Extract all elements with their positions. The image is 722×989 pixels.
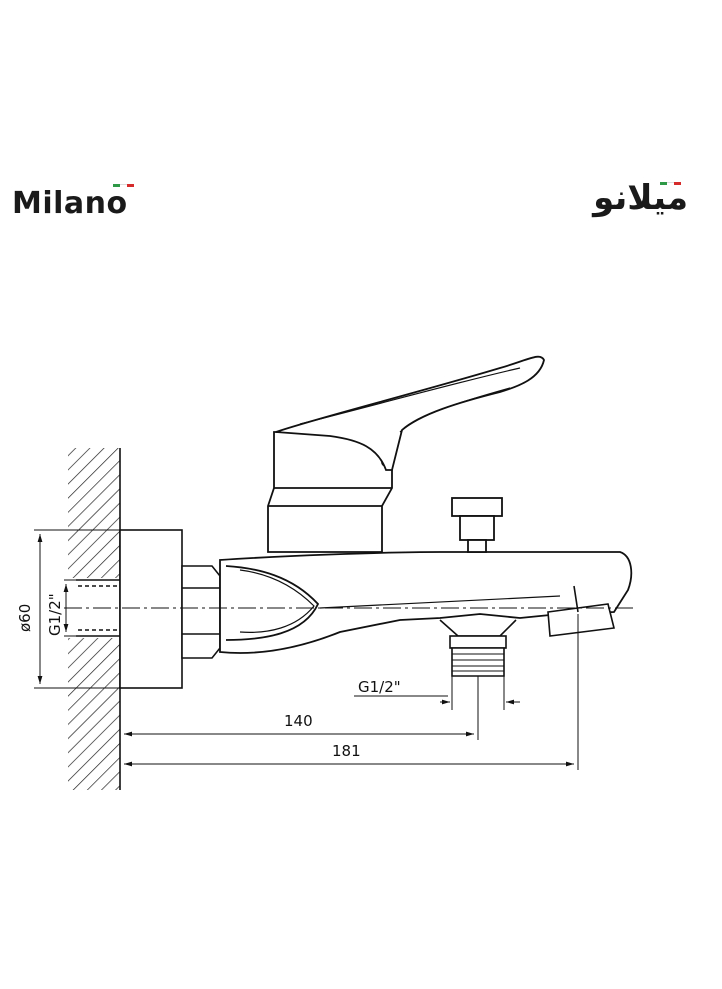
dimension-outlet-thread [354, 676, 520, 710]
dimension-inlet-thread [63, 579, 76, 637]
spout-outlet [547, 585, 615, 637]
mixer-body [219, 551, 633, 654]
dimension-length-total-label: 181 [332, 742, 361, 760]
diverter-knob [451, 497, 503, 553]
dimension-outlet-thread-label: G1/2" [358, 678, 401, 696]
brand-logo-latin: Milano [12, 186, 128, 221]
dimension-length-inlet-label: 140 [284, 712, 313, 730]
wall-section [68, 448, 121, 790]
dimension-length-total [124, 614, 579, 770]
wall-flange [119, 529, 183, 689]
dimension-diameter [34, 529, 120, 689]
hose-connector [439, 619, 517, 677]
cartridge-column [267, 431, 393, 553]
dimension-inlet-thread-label: G1/2" [46, 593, 64, 636]
lever-handle [275, 355, 545, 471]
italian-flag-accent-latin [113, 184, 134, 188]
dimension-length-inlet [124, 676, 479, 740]
hex-nut [181, 565, 221, 659]
inlet-pipe [76, 579, 120, 637]
dimension-diameter-label: ø60 [16, 604, 34, 632]
italian-flag-accent-arabic [660, 182, 681, 186]
